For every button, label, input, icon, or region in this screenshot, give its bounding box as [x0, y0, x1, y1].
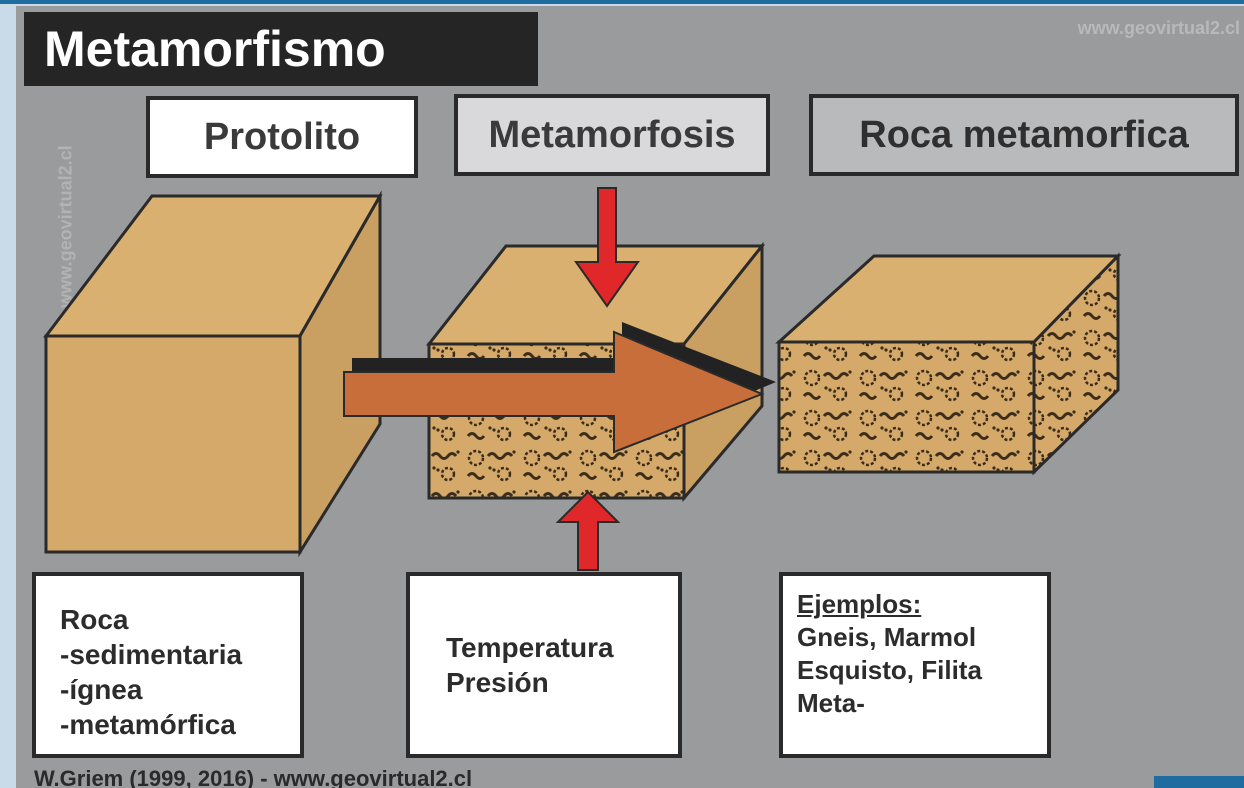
pressure-arrow-bottom [558, 492, 618, 570]
ejemplos-line-1: Gneis, Marmol [797, 621, 1047, 654]
ejemplos-heading: Ejemplos: [797, 588, 1047, 621]
roca-metamorfica-block [779, 256, 1118, 472]
ejemplos-line-3: Meta- [797, 687, 1047, 720]
roca-metamorfica-info-box: Ejemplos: Gneis, Marmol Esquisto, Filita… [779, 572, 1051, 758]
credit-line: W.Griem (1999, 2016) - www.geovirtual2.c… [34, 766, 472, 788]
metamorfosis-line-1: Temperatura [446, 630, 678, 665]
frame-corner [1154, 776, 1244, 788]
protolito-line-2: -sedimentaria [60, 637, 300, 672]
metamorfosis-line-2: Presión [446, 665, 678, 700]
protolito-block [46, 196, 380, 552]
protolito-line-3: -ígnea [60, 672, 300, 707]
metamorfosis-info-box: Temperatura Presión [406, 572, 682, 758]
protolito-line-4: -metamórfica [60, 707, 300, 742]
ejemplos-line-2: Esquisto, Filita [797, 654, 1047, 687]
protolito-info-box: Roca -sedimentaria -ígnea -metamórfica [32, 572, 304, 758]
diagram-panel: Metamorfismo www.geovirtual2.cl www.geov… [16, 6, 1244, 788]
protolito-line-1: Roca [60, 602, 300, 637]
